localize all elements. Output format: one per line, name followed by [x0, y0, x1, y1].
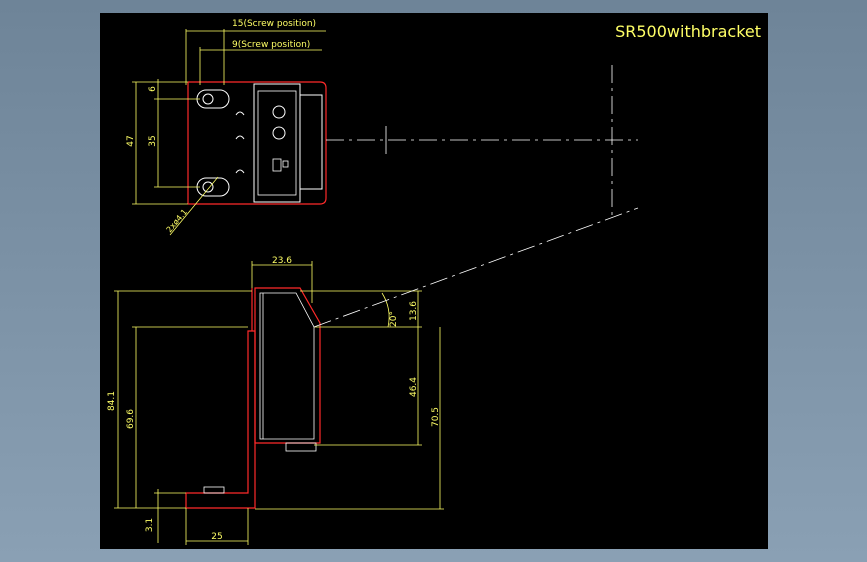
beam-center-line: [313, 207, 639, 328]
top-lens-window: [299, 94, 323, 190]
cad-viewport[interactable]: SR500withbracket 15(Screw position) 9(Sc…: [100, 13, 768, 549]
top-indicator-2: [282, 160, 289, 168]
dim-base-25: 25: [211, 532, 222, 542]
dim-screw-position-15: 15(Screw position): [232, 19, 316, 29]
dim-height-46-4: 46.4: [409, 377, 419, 397]
side-base-nut: [203, 486, 225, 494]
side-sensor-body: [254, 287, 321, 444]
side-connector: [285, 442, 317, 452]
dim-width-23-6: 23.6: [272, 256, 292, 266]
side-bracket: [185, 330, 256, 509]
top-hole-upper: [202, 93, 214, 105]
dim-height-35: 35: [148, 135, 158, 146]
top-notch-3: [235, 169, 245, 174]
dim-height-69-6: 69.6: [126, 409, 136, 429]
dim-top-6: 6: [148, 86, 158, 92]
hole-leader-line: [169, 176, 219, 236]
dim-offset-13-6: 13.6: [409, 301, 419, 321]
dim-hole-note: 2xø4.1: [165, 207, 190, 234]
dim-screw-position-9: 9(Screw position): [232, 40, 310, 50]
dim-height-70-5: 70.5: [431, 407, 441, 427]
top-notch-2: [235, 135, 245, 140]
side-view: 23.6 84.1 69.6 3.1 25 46.4 70.5 13.6: [107, 207, 639, 545]
top-body-outline: [188, 81, 327, 205]
dim-angle-arc: [381, 292, 390, 328]
top-sensor-head: [253, 83, 301, 203]
top-led-2: [272, 126, 286, 140]
top-view: 15(Screw position) 9(Screw position) 47 …: [126, 19, 638, 236]
top-hole-lower: [202, 181, 214, 193]
top-sensor-inner: [257, 90, 297, 196]
side-sensor-inner: [259, 292, 315, 440]
drawing-title: SR500withbracket: [615, 22, 761, 41]
dim-height-47: 47: [126, 135, 136, 146]
dim-angle-20: 20°: [389, 311, 399, 327]
top-led-1: [272, 105, 286, 119]
top-notch-1: [235, 111, 245, 116]
dim-thick-3-1: 3.1: [145, 518, 155, 532]
top-indicator: [272, 158, 282, 172]
cad-drawing: SR500withbracket 15(Screw position) 9(Sc…: [107, 19, 761, 545]
dim-height-84-1: 84.1: [107, 391, 117, 411]
